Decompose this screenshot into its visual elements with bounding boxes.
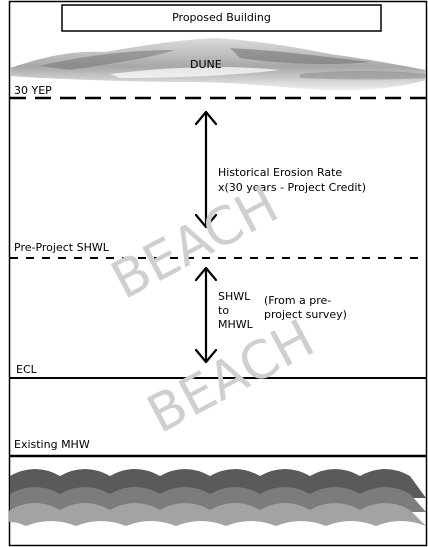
dune-shape [10,38,426,91]
ecl-label: ECL [16,363,37,376]
shwl-to-mhwl-label-line1: SHWL [218,290,251,303]
double-arrow-icon [194,110,218,229]
existing-mhw-label: Existing MHW [14,438,90,451]
proposed-building-label: Proposed Building [172,11,271,24]
erosion-rate-label-line1: Historical Erosion Rate [218,166,343,179]
pre-project-shwl-label: Pre-Project SHWL [14,241,109,254]
dune-label: DUNE [190,58,222,71]
waves [9,469,426,526]
erosion-rate-label-line2: x(30 years - Project Credit) [218,181,367,194]
survey-note-line2: project survey) [264,308,347,321]
shwl-to-mhwl-label-line3: MHWL [218,318,253,331]
proposed-building-box [61,4,382,32]
yep-label: 30 YEP [14,84,52,97]
diagram-border [8,0,428,547]
survey-note-line1: (From a pre- [264,294,332,307]
double-arrow-icon [194,266,218,364]
shwl-to-mhwl-label-line2: to [218,304,230,317]
